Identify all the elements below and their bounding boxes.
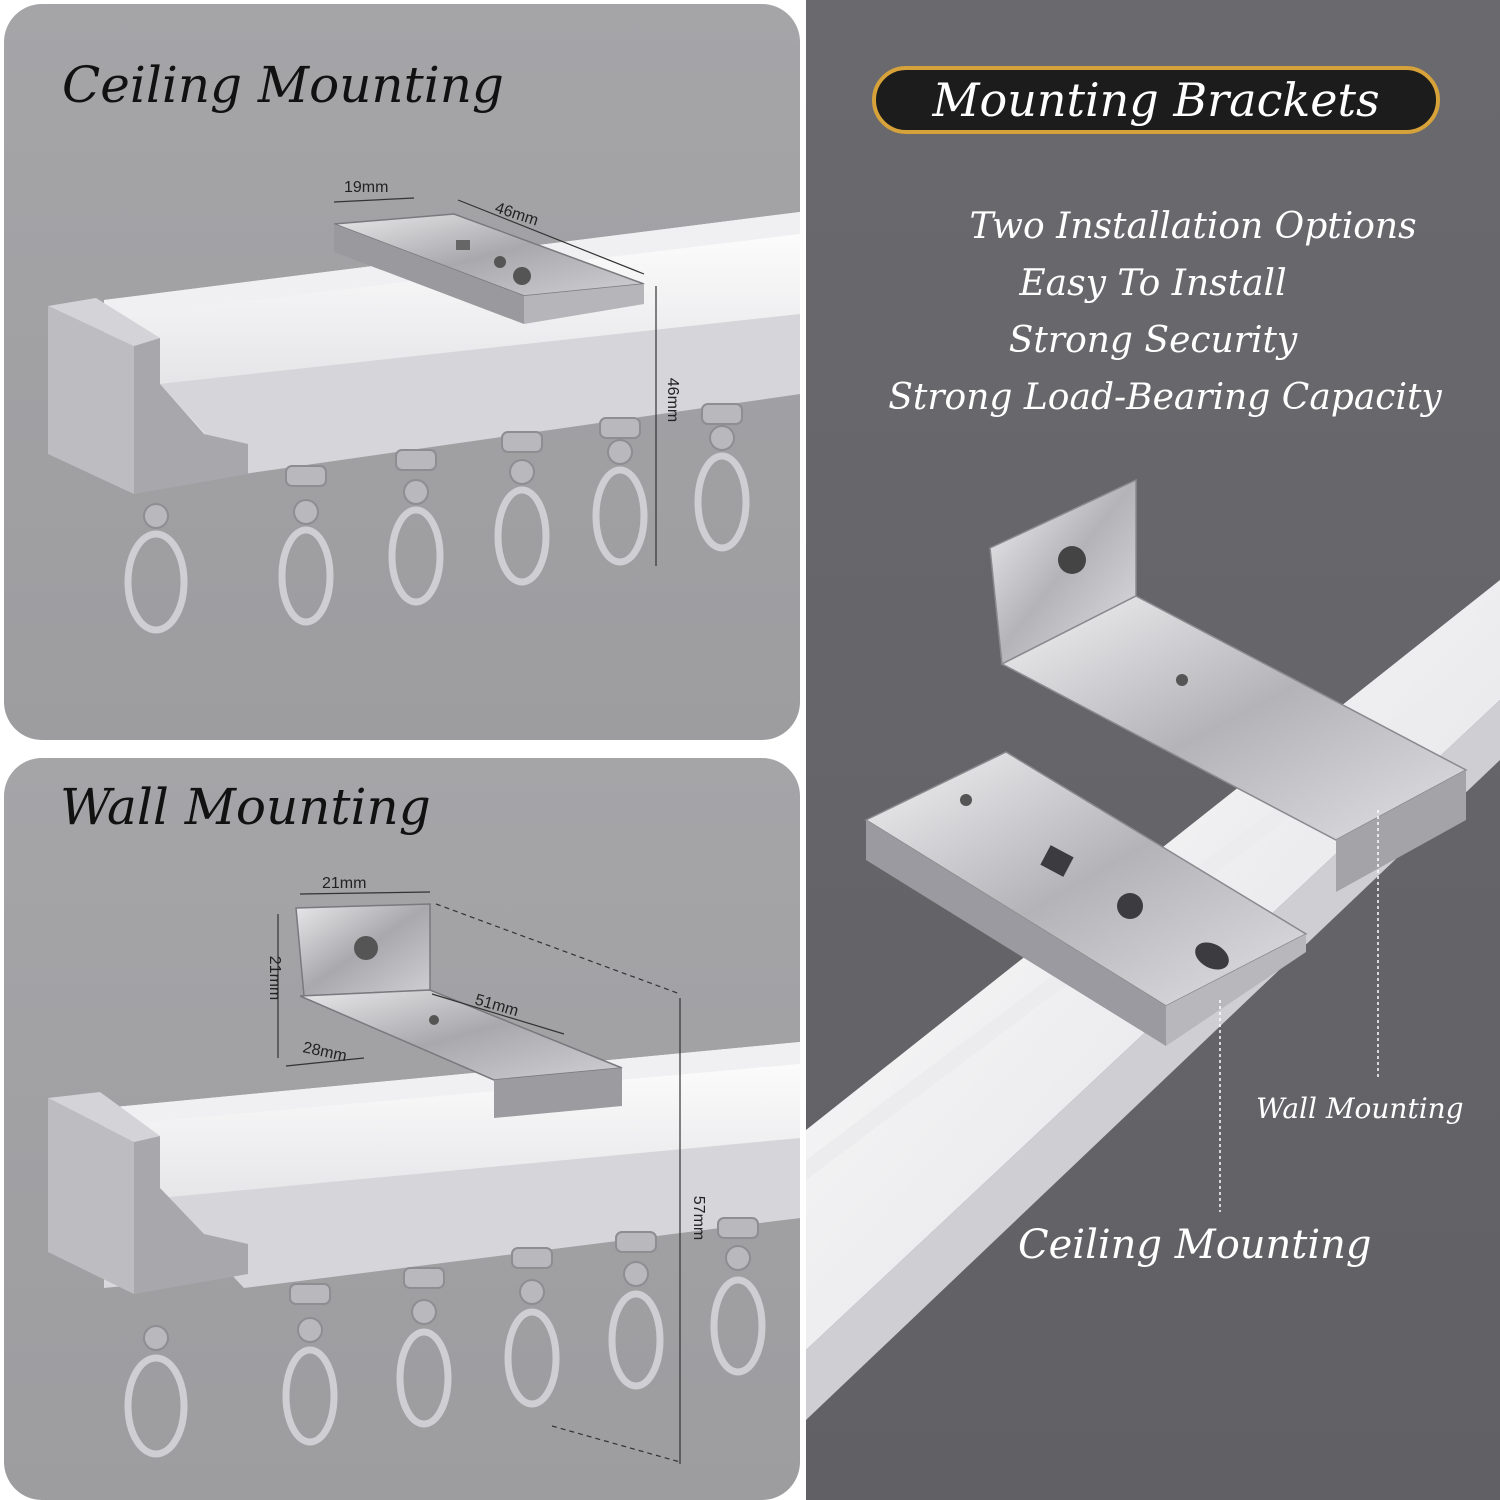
rail-end-cap [48,1092,248,1294]
wall-total-height-label: 57mm [690,1196,707,1240]
feature-list: Two Installation Options Easy To Install… [806,198,1500,426]
mounting-brackets-panel: Mounting Brackets Two Installation Optio… [806,0,1500,1500]
curtain-hooks [124,452,750,634]
wall-height-side-label: 21mm [266,956,283,1000]
feature-item: Easy To Install [1019,263,1287,304]
ceiling-length-label: 46mm [493,200,541,230]
wall-dimension-lines [277,891,681,1464]
ceiling-bracket [333,213,645,324]
wall-bracket [295,903,623,1118]
curtain-rail [104,1042,800,1288]
feature-item: Strong Load-Bearing Capacity [888,377,1442,418]
callout-ceiling-mounting: Ceiling Mounting [1018,1222,1372,1268]
wall-depth-label: 28mm [301,1039,348,1065]
ceiling-mounting-panel: Ceiling Mounting [4,4,800,740]
ceiling-dimension-lines [333,197,657,566]
hook-rollers [143,403,743,529]
wall-rail-illustration: 21mm 21mm 51mm 28mm 57mm [48,875,800,1464]
wall-mounting-panel: Wall Mounting [4,758,800,1500]
wall-mounting-title: Wall Mounting [60,778,431,836]
curtain-hooks [124,1276,766,1458]
feature-item: Two Installation Options [969,206,1417,247]
ceiling-mounting-title: Ceiling Mounting [62,56,504,114]
callout-leaders [1219,810,1379,1212]
ceiling-rail-illustration: 19mm 46mm 46mm [48,179,800,634]
callout-wall-mounting: Wall Mounting [1256,1092,1464,1125]
rail-end-cap [48,298,248,494]
hook-rollers [143,1217,759,1351]
feature-item: Strong Security [1008,320,1298,361]
mounting-brackets-badge: Mounting Brackets [872,66,1440,134]
ceiling-width-top-label: 19mm [344,179,388,196]
ceiling-height-label: 46mm [664,378,681,422]
ceiling-bracket [864,751,1308,1046]
wall-bracket [989,478,1468,892]
wall-width-top-label: 21mm [322,875,366,892]
brackets-illustration [806,478,1500,1420]
